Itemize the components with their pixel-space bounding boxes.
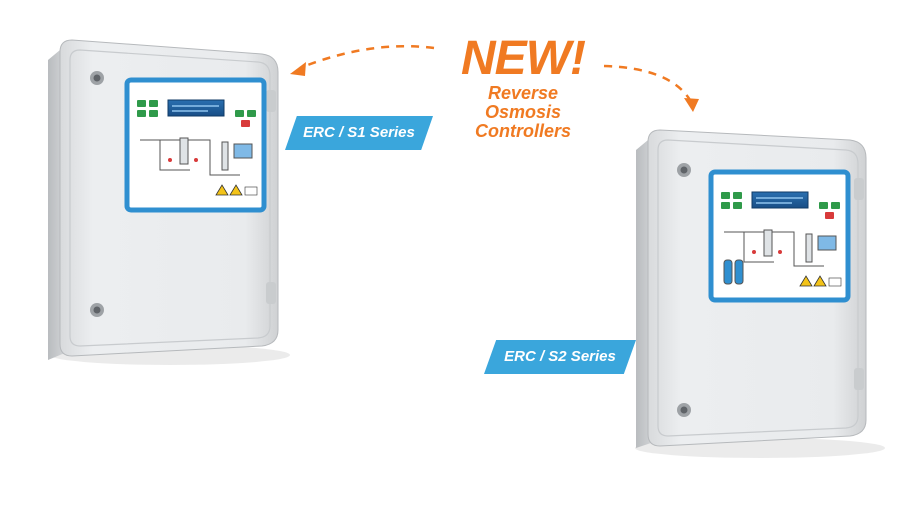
series-label-s2: ERC / S2 Series	[484, 340, 636, 374]
headline-line-3: Controllers	[474, 121, 571, 141]
controller-enclosure-s2	[635, 129, 885, 458]
dashed-arrow-left	[290, 45, 435, 76]
controller-enclosure-s1	[48, 39, 290, 365]
dashed-arrow-right	[603, 64, 699, 112]
series-label-s1: ERC / S1 Series	[285, 116, 433, 150]
headline-line-2: Osmosis	[484, 102, 562, 122]
headline-new: NEW!	[461, 32, 586, 85]
headline-new-controllers: NEW! Reverse Osmosis Controllers	[448, 34, 598, 141]
headline-line-1: Reverse	[487, 83, 559, 103]
